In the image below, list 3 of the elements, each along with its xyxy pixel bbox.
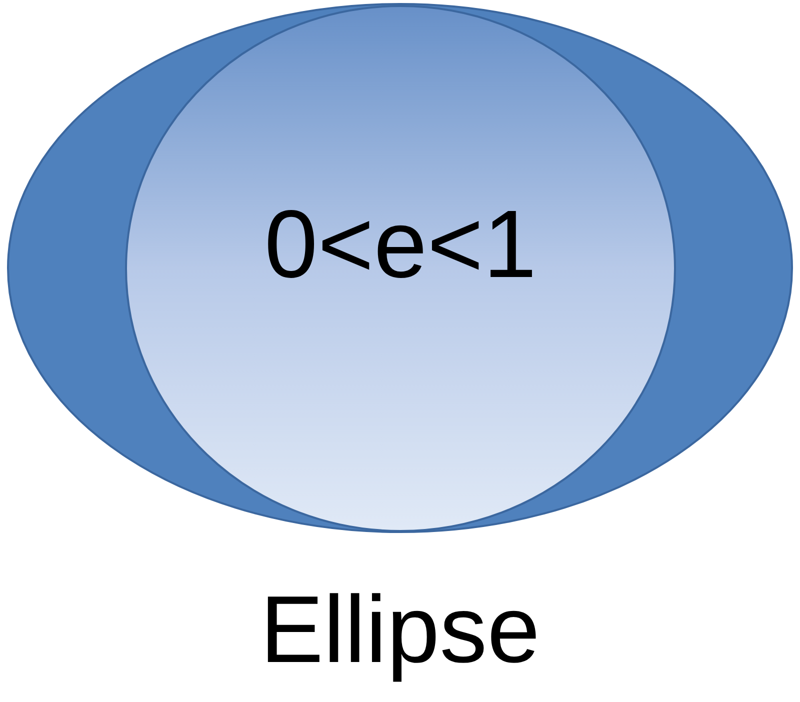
- inequality-label: 0<e<1: [264, 197, 537, 293]
- circle: [125, 5, 676, 532]
- ellipse: [7, 3, 793, 533]
